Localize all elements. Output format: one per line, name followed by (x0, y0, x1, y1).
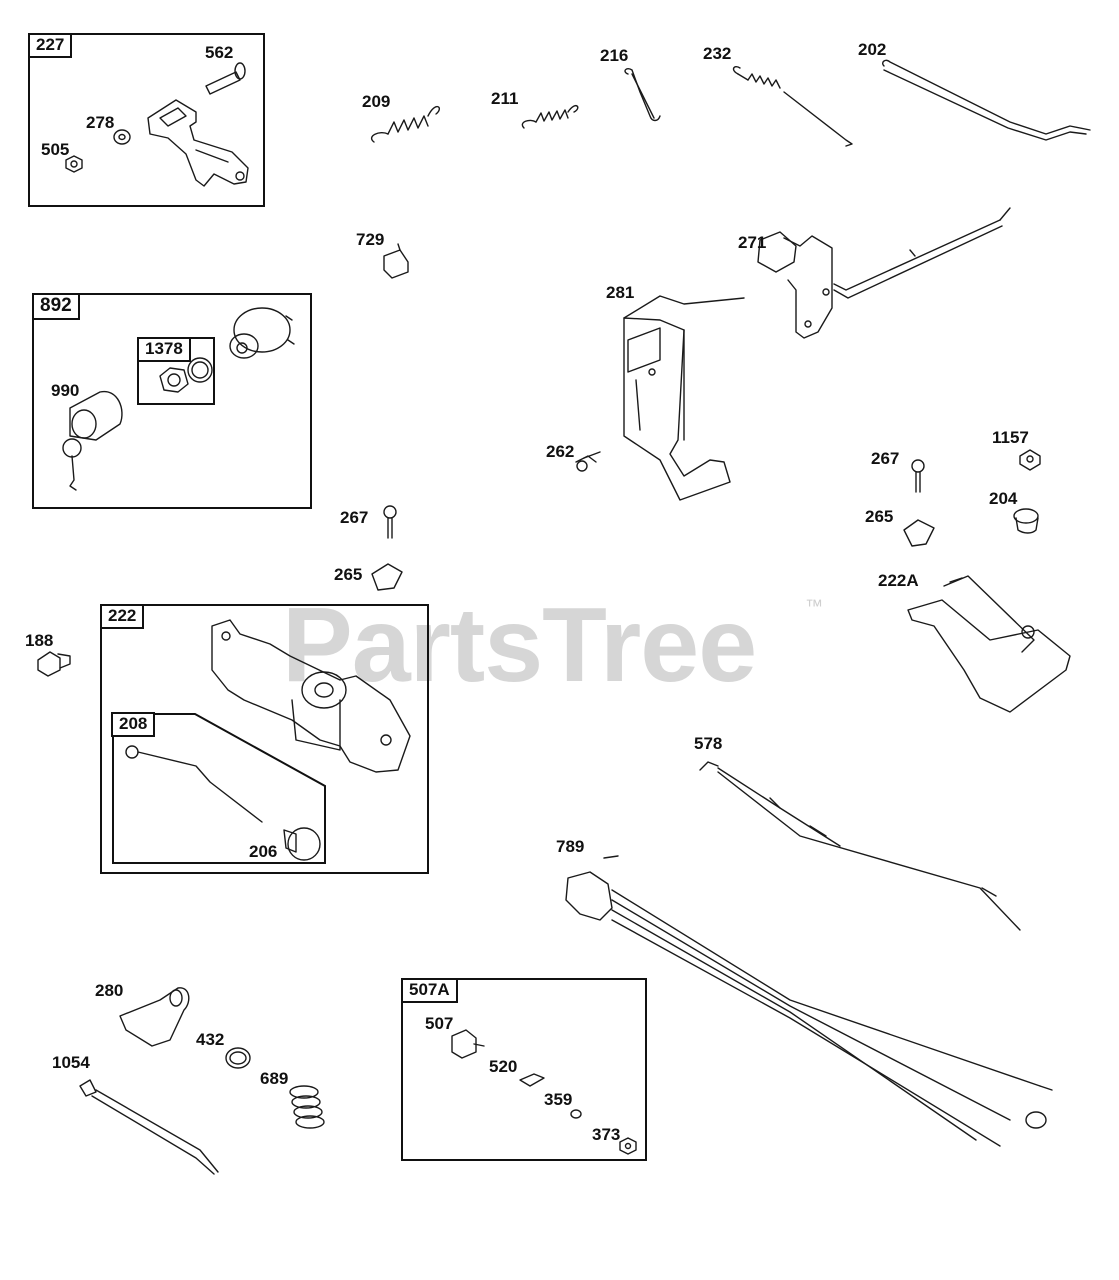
group-box-507A: 507A (401, 978, 647, 1161)
part-265-clip-right-icon (904, 520, 934, 546)
label-359: 359 (544, 1090, 573, 1109)
part-227-bracket-icon (148, 100, 248, 186)
label-278: 278 (86, 113, 115, 132)
label-990: 990 (51, 381, 80, 400)
label-1157: 1157 (992, 428, 1029, 447)
group-box-892: 892 (32, 293, 312, 509)
label-267-right: 267 (871, 449, 900, 468)
label-562: 562 (205, 43, 234, 62)
part-1157-nut-icon (1020, 450, 1040, 470)
label-689: 689 (260, 1069, 289, 1088)
label-729: 729 (356, 230, 385, 249)
label-507: 507 (425, 1014, 454, 1033)
part-271-throttle-control-icon (758, 208, 1010, 338)
part-267-bolt-right-icon (912, 460, 924, 492)
label-520: 520 (489, 1057, 518, 1076)
label-281: 281 (606, 283, 635, 302)
label-789: 789 (556, 837, 585, 856)
part-507-switch-icon (452, 1030, 484, 1058)
group-tag-208: 208 (111, 712, 156, 737)
part-208-link-rod-icon (126, 746, 262, 822)
part-373-nut-icon (620, 1138, 636, 1154)
group-box-222: 222 (100, 604, 429, 874)
label-222A: 222A (878, 571, 919, 590)
label-262: 262 (546, 442, 575, 461)
watermark-trademark: ™ (805, 596, 823, 616)
part-281-bracket-icon (624, 296, 744, 500)
group-tag-892: 892 (32, 293, 80, 320)
label-432: 432 (196, 1030, 225, 1049)
part-789-harness-icon (566, 856, 1052, 1146)
part-222A-control-bracket-icon (908, 576, 1070, 712)
label-204: 204 (989, 489, 1018, 508)
part-278-washer-icon (114, 130, 130, 144)
label-271: 271 (738, 233, 767, 252)
part-232-spring-icon (734, 67, 852, 146)
label-267-left: 267 (340, 508, 369, 527)
group-tag-507A: 507A (401, 978, 458, 1003)
group-box-227: 227 (28, 33, 265, 207)
label-209: 209 (362, 92, 391, 111)
part-216-clip-icon (625, 69, 660, 121)
group-tag-1378: 1378 (137, 337, 191, 362)
part-202-rod-icon (883, 60, 1090, 140)
group-box-1378: 1378 (137, 337, 215, 405)
label-505: 505 (41, 140, 70, 159)
label-1054: 1054 (52, 1053, 90, 1072)
label-216: 216 (600, 46, 629, 65)
label-578: 578 (694, 734, 723, 753)
part-562-pin-icon (206, 63, 245, 94)
part-689-spring-icon (290, 1086, 324, 1128)
part-990-key-icon (63, 392, 122, 490)
part-520-terminal-icon (520, 1074, 544, 1086)
part-432-ring-icon (226, 1048, 250, 1068)
label-188: 188 (25, 631, 54, 650)
part-267-bolt-left-icon (384, 506, 396, 538)
group-tag-222: 222 (100, 604, 145, 629)
label-265-right: 265 (865, 507, 894, 526)
part-1054-cable-tie-icon (80, 1080, 218, 1174)
part-211-spring-icon (522, 106, 577, 128)
label-232: 232 (703, 44, 732, 63)
label-202: 202 (858, 40, 887, 59)
label-211: 211 (491, 89, 519, 108)
label-265-left: 265 (334, 565, 363, 584)
part-262-bolt-icon (576, 452, 600, 471)
part-204-bushing-icon (1014, 509, 1038, 533)
part-209-spring-icon (372, 107, 440, 142)
label-206: 206 (249, 842, 278, 861)
label-280: 280 (95, 981, 124, 1000)
part-1378-nut-ring-icon (160, 358, 212, 392)
group-tag-227: 227 (28, 33, 73, 58)
part-206-knob-icon (284, 828, 320, 860)
part-280-bracket-icon (120, 988, 189, 1046)
label-373: 373 (592, 1125, 621, 1144)
part-265-clip-left-icon (372, 564, 402, 590)
part-729-clip-icon (384, 244, 408, 278)
part-188-bolt-icon (38, 652, 70, 676)
part-578-wire-icon (700, 762, 1020, 930)
part-505-nut-icon (66, 156, 82, 172)
part-222-governor-bracket-icon (212, 620, 410, 772)
part-892-ignition-switch-icon (230, 308, 294, 358)
part-359-washer-icon (571, 1110, 581, 1118)
